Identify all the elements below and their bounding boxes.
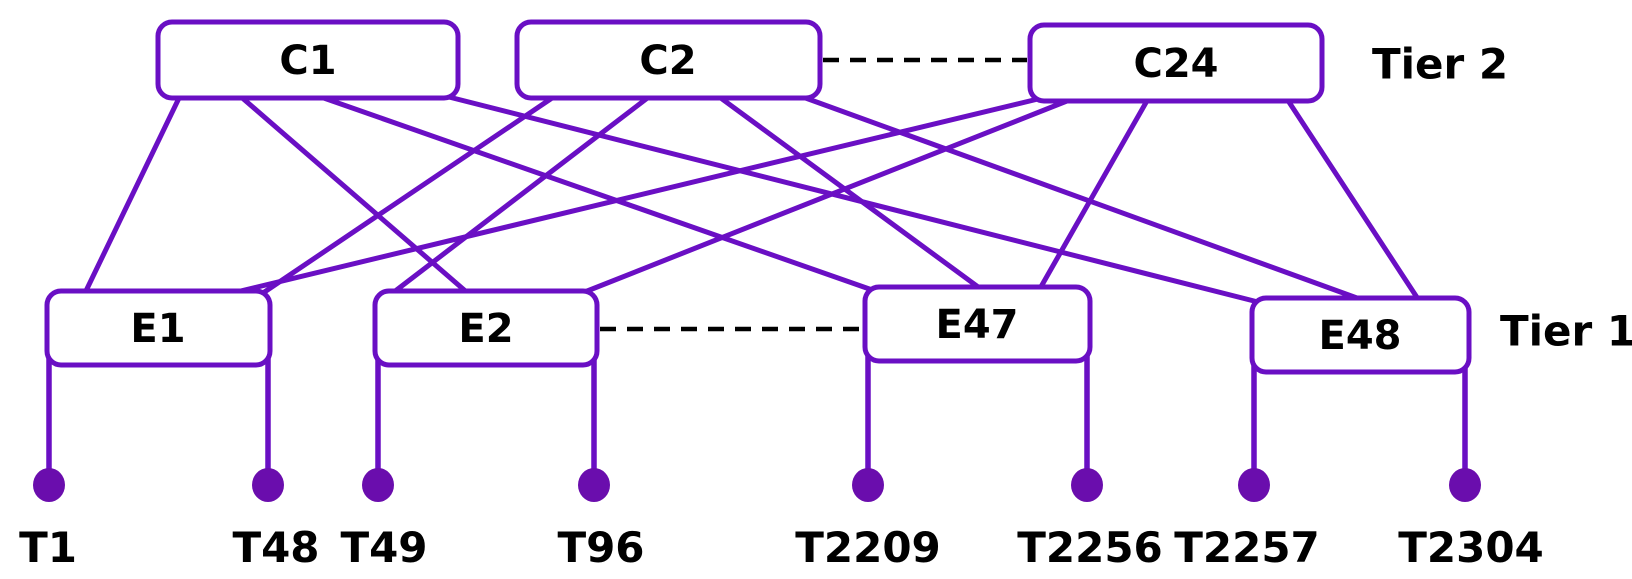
edge-c1-e48 (442, 93, 1261, 305)
node-e47 (862, 284, 1093, 364)
terminal-label-t2209: T2209 (795, 523, 941, 572)
edge-c24-e1 (221, 96, 1041, 298)
node-c1 (155, 19, 461, 101)
edge-c24-e47 (1035, 96, 1151, 295)
terminal-label-t2257: T2257 (1174, 523, 1320, 572)
terminal-label-t48: T48 (232, 523, 319, 572)
terminal-dot-t2209 (852, 468, 884, 502)
edge-c1-e1 (81, 93, 183, 298)
edge-c2-e1 (257, 93, 558, 298)
node-c24-label: C24 (1133, 41, 1218, 87)
edge-c1-e47 (315, 93, 881, 295)
terminal-label-t1: T1 (19, 523, 77, 572)
node-c1-label: C1 (279, 38, 336, 84)
edge-c24-e48 (1284, 96, 1423, 305)
tier1-row: E1 E2 E47 E48 Tier 1 (44, 284, 1632, 375)
node-e48-label: E48 (1319, 313, 1402, 359)
node-e2 (372, 288, 600, 368)
node-e1-label: E1 (130, 306, 185, 352)
terminal-dot-t48 (252, 468, 284, 502)
tier1-label: Tier 1 (1500, 307, 1632, 356)
edge-c24-e2 (574, 96, 1075, 298)
terminal-dot-t1 (33, 468, 65, 502)
node-c24 (1027, 22, 1325, 104)
terminal-label-t2304: T2304 (1398, 523, 1544, 572)
terminal-labels: T1 T48 T49 T96 T2209 T2256 T2257 T2304 (19, 523, 1544, 572)
tier2-label: Tier 2 (1372, 40, 1508, 89)
tier-cross-links (81, 93, 1423, 305)
node-c2 (514, 19, 823, 101)
terminal-dot-t2257 (1238, 468, 1270, 502)
terminal-dot-t96 (578, 468, 610, 502)
node-c2-label: C2 (639, 38, 696, 84)
terminal-label-t49: T49 (340, 523, 427, 572)
edge-c2-e47 (715, 93, 988, 295)
node-e48 (1249, 295, 1472, 375)
terminal-dot-t49 (362, 468, 394, 502)
terminal-dots (33, 468, 1481, 502)
edge-c2-e48 (797, 93, 1371, 305)
edge-c2-e2 (387, 93, 653, 298)
node-e2-label: E2 (458, 306, 513, 352)
terminal-links (46, 352, 1468, 478)
node-e47-label: E47 (936, 302, 1019, 348)
terminal-label-t2256: T2256 (1017, 523, 1163, 572)
tier2-row: C1 C2 C24 Tier 2 (155, 19, 1508, 104)
dashed-ellipsis-links (600, 57, 1027, 332)
terminal-label-t96: T96 (557, 523, 644, 572)
terminal-dot-t2256 (1071, 468, 1103, 502)
node-e1 (44, 288, 273, 368)
terminal-dot-t2304 (1449, 468, 1481, 502)
